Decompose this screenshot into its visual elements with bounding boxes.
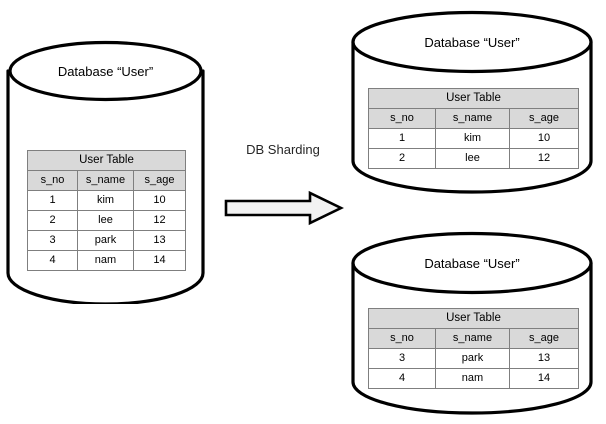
cell-s-age: 10: [508, 128, 580, 149]
cell-s-age: 10: [132, 190, 187, 211]
cell-s-age: 13: [132, 230, 187, 251]
cell-s-no: 3: [368, 348, 436, 369]
cell-s-no: 2: [27, 210, 78, 231]
column-header-s-no: s_no: [368, 108, 436, 129]
cell-s-age: 12: [508, 148, 580, 169]
column-header-s-name: s_name: [77, 170, 134, 191]
cell-s-no: 1: [27, 190, 78, 211]
table-row: 4 nam 14: [368, 368, 580, 389]
column-header-s-no: s_no: [27, 170, 78, 191]
cell-s-age: 14: [508, 368, 580, 389]
cell-s-name: park: [435, 348, 510, 369]
table-row: 2 lee 12: [368, 148, 580, 169]
table-header-row: s_no s_name s_age: [27, 170, 187, 191]
column-header-s-age: s_age: [508, 328, 580, 349]
source-database-label: Database “User”: [57, 64, 154, 79]
table-row: 1 kim 10: [27, 190, 187, 211]
cell-s-name: kim: [435, 128, 510, 149]
source-database-table: User Table s_no s_name s_age 1 kim 10 2 …: [26, 150, 187, 271]
shard-top-table: User Table s_no s_name s_age 1 kim 10 2 …: [367, 88, 580, 169]
column-header-s-name: s_name: [435, 108, 510, 129]
cell-s-name: nam: [435, 368, 510, 389]
table-row: 3 park 13: [27, 230, 187, 251]
cell-s-age: 12: [132, 210, 187, 231]
cell-s-name: lee: [435, 148, 510, 169]
column-header-s-name: s_name: [435, 328, 510, 349]
column-header-s-age: s_age: [132, 170, 187, 191]
cell-s-age: 14: [132, 250, 187, 271]
cell-s-no: 4: [368, 368, 436, 389]
arrow-right-icon: [224, 190, 344, 226]
cell-s-name: lee: [77, 210, 134, 231]
table-caption-row: User Table: [367, 88, 580, 109]
table-header-row: s_no s_name s_age: [368, 108, 580, 129]
table-row: 3 park 13: [368, 348, 580, 369]
sharding-arrow: [224, 190, 344, 226]
cell-s-age: 13: [508, 348, 580, 369]
table-caption-row: User Table: [367, 308, 580, 329]
table-caption: User Table: [367, 308, 580, 329]
cell-s-no: 4: [27, 250, 78, 271]
table-caption-row: User Table: [26, 150, 187, 171]
cell-s-no: 3: [27, 230, 78, 251]
shard-bottom-table: User Table s_no s_name s_age 3 park 13 4…: [367, 308, 580, 389]
cell-s-name: kim: [77, 190, 134, 211]
table-caption: User Table: [26, 150, 187, 171]
table-caption: User Table: [367, 88, 580, 109]
shard-bottom-label: Database “User”: [424, 256, 520, 271]
shard-top-label: Database “User”: [424, 35, 520, 50]
cell-s-no: 2: [368, 148, 436, 169]
sharding-label: DB Sharding: [246, 142, 320, 157]
cell-s-name: park: [77, 230, 134, 251]
table-row: 2 lee 12: [27, 210, 187, 231]
cell-s-name: nam: [77, 250, 134, 271]
table-header-row: s_no s_name s_age: [368, 328, 580, 349]
cell-s-no: 1: [368, 128, 436, 149]
column-header-s-no: s_no: [368, 328, 436, 349]
column-header-s-age: s_age: [508, 108, 580, 129]
table-row: 1 kim 10: [368, 128, 580, 149]
table-row: 4 nam 14: [27, 250, 187, 271]
